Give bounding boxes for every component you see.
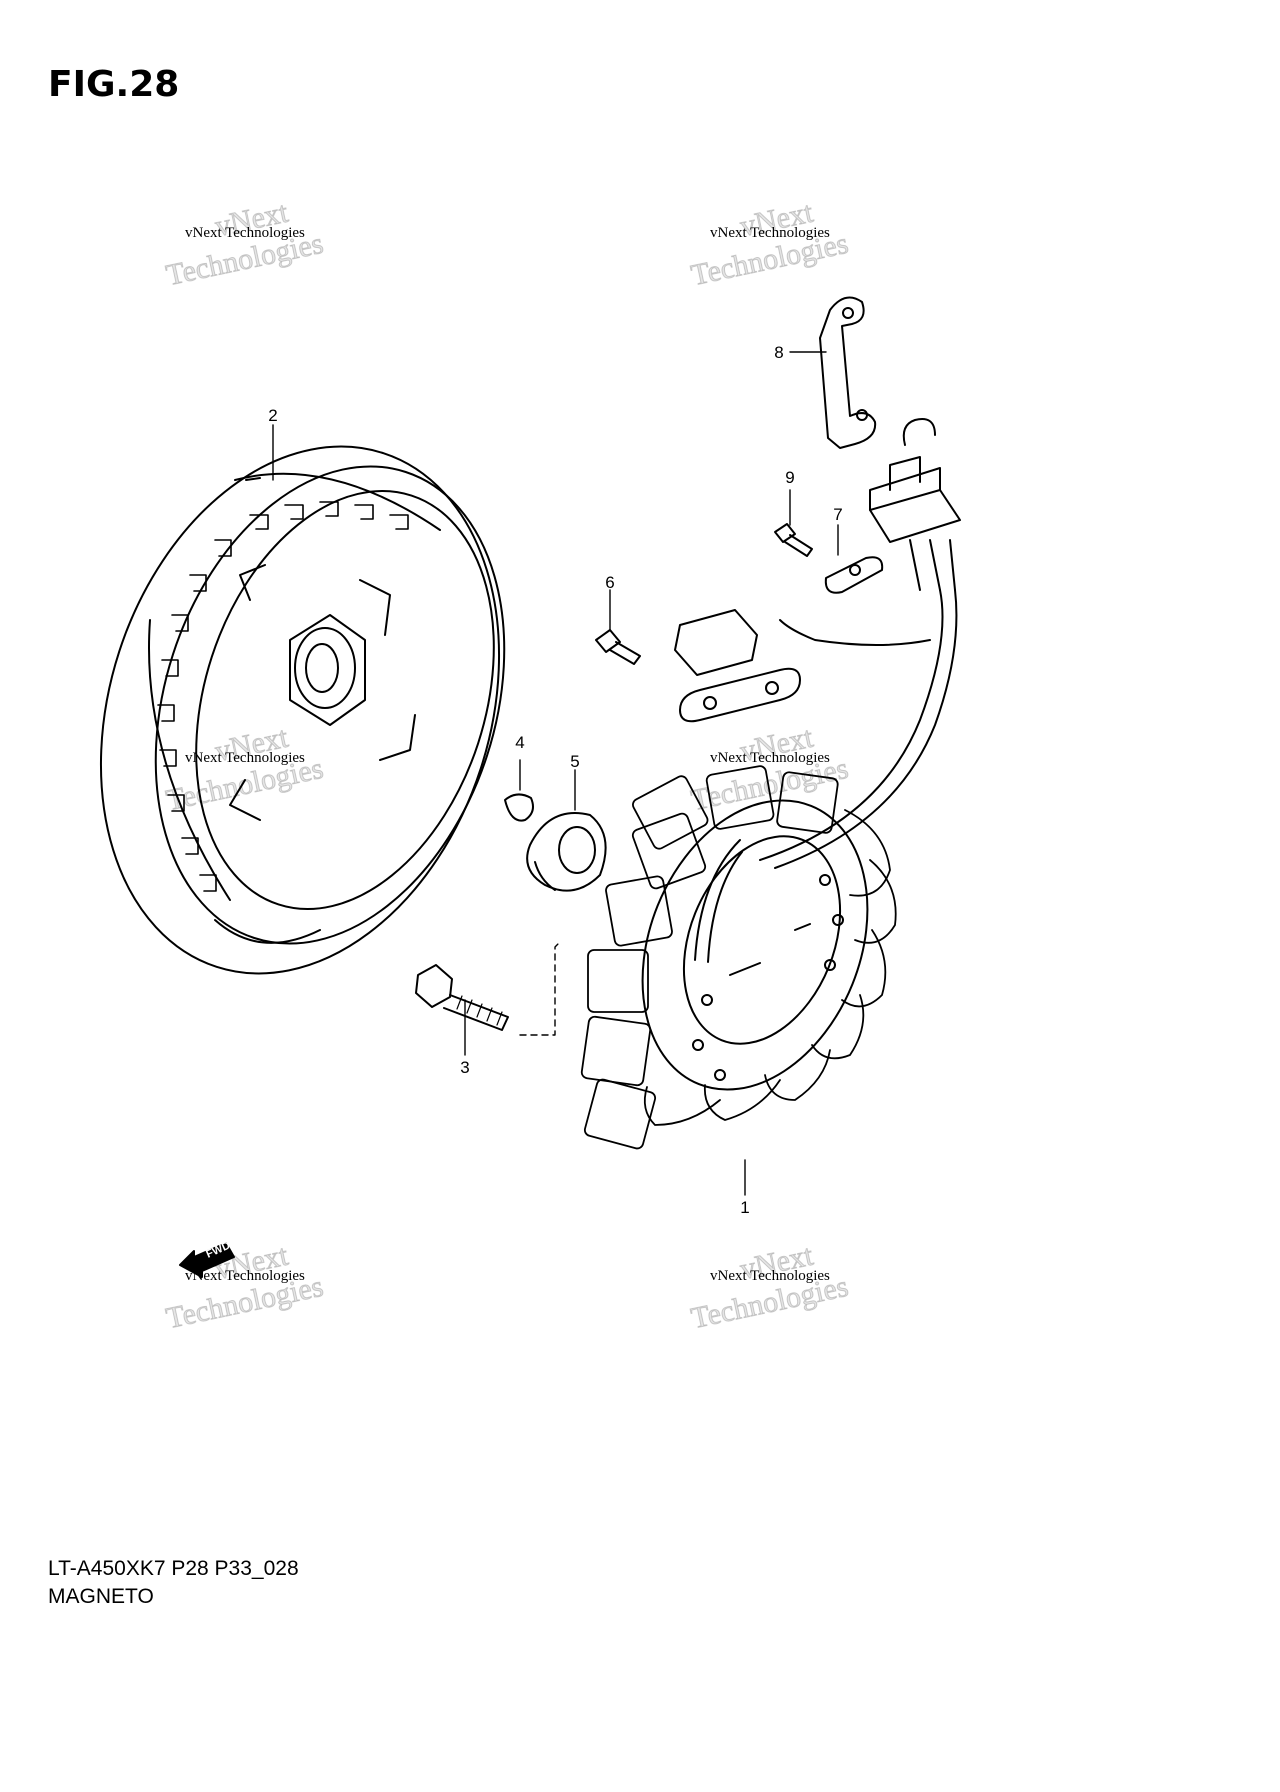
watermark-mid-right: vNext vNext Technologies Technologies	[688, 720, 852, 818]
callout-2: 2	[268, 406, 277, 425]
watermark-top-left: vNext vNext Technologies Technologies	[163, 195, 327, 293]
fwd-arrow-icon	[179, 1242, 235, 1278]
nut-part-5	[526, 812, 607, 892]
leader-lines	[272, 351, 839, 1196]
bolt-part-3	[415, 964, 509, 1031]
figure-caption: LT-A450XK7 P28 P33_028 MAGNETO	[48, 1555, 299, 1611]
callout-3: 3	[460, 1058, 469, 1077]
callout-8: 8	[774, 343, 783, 362]
callout-4: 4	[515, 733, 524, 752]
key-part-4	[504, 793, 534, 822]
watermark-bottom-right: vNext vNext Technologies Technologies	[688, 1238, 852, 1336]
callout-1: 1	[740, 1198, 749, 1217]
pickup-coil	[674, 609, 801, 723]
connector-part	[869, 418, 961, 543]
callout-6: 6	[605, 573, 614, 592]
callout-7: 7	[833, 505, 842, 524]
figure-name: MAGNETO	[48, 1585, 154, 1608]
bolt-part-9	[774, 523, 813, 557]
figure-title: FIG.28	[48, 64, 180, 105]
wire-harness	[759, 539, 958, 869]
bolt-part-6	[595, 629, 641, 665]
callout-9: 9	[785, 468, 794, 487]
watermark-top-right: vNext vNext Technologies Technologies	[688, 195, 852, 293]
rotor-part	[99, 445, 506, 975]
callout-5: 5	[570, 752, 579, 771]
bracket-part-8	[819, 296, 877, 449]
stator-part	[580, 765, 897, 1150]
watermark-bottom-left: vNext vNext Technologies Technologies	[163, 1238, 327, 1336]
watermark-mid-left: vNext vNext Technologies Technologies	[163, 720, 327, 818]
clamp-part-7	[824, 556, 884, 594]
figure-code: LT-A450XK7 P28 P33_028	[48, 1557, 299, 1580]
